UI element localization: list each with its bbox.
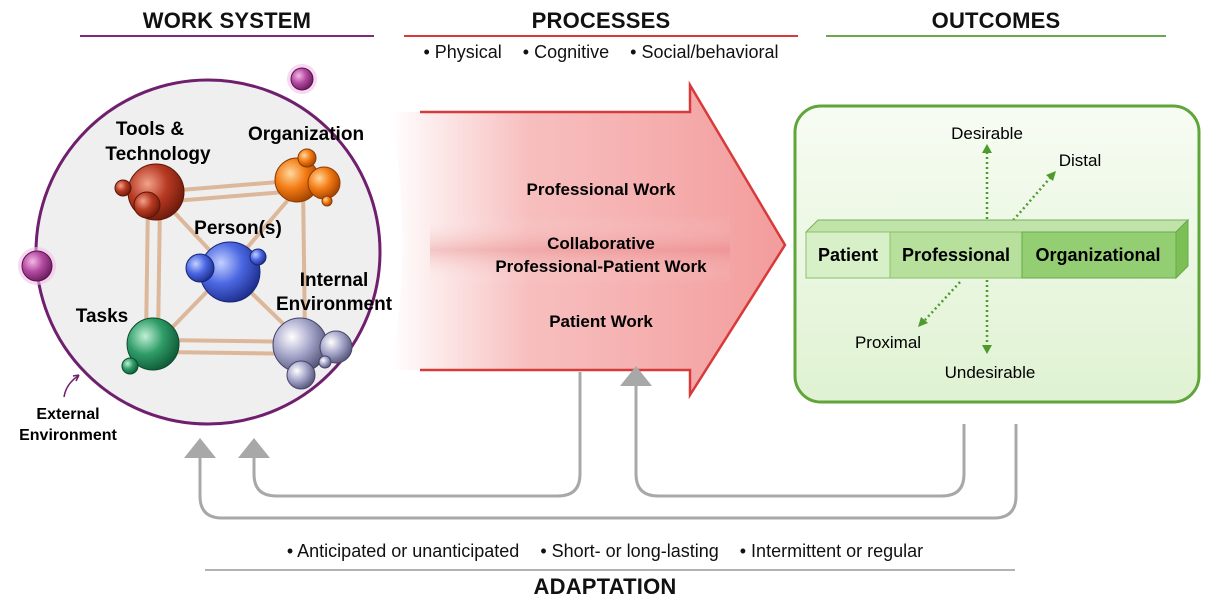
process-types: • Physical • Cognitive • Social/behavior… bbox=[404, 42, 798, 63]
axis-undesirable: Undesirable bbox=[945, 363, 1036, 382]
band-professional-work: Professional Work bbox=[527, 180, 676, 199]
process-type-physical: • Physical bbox=[423, 42, 502, 62]
axis-desirable: Desirable bbox=[951, 124, 1023, 143]
processes-header: PROCESSES bbox=[531, 8, 671, 33]
label-tools-line1: Tools & bbox=[116, 119, 185, 140]
outcomes-header: OUTCOMES bbox=[931, 8, 1061, 33]
process-type-social: • Social/behavioral bbox=[630, 42, 779, 62]
band-collaborative-line1: Collaborative bbox=[547, 234, 655, 253]
label-persons: Person(s) bbox=[194, 218, 282, 239]
persons-sphere bbox=[185, 241, 267, 303]
axis-distal: Distal bbox=[1059, 151, 1102, 170]
label-external-line2: Environment bbox=[19, 427, 117, 444]
outcome-axis-heads bbox=[918, 144, 1056, 354]
level-patient: Patient bbox=[818, 245, 878, 265]
label-internal-line1: Internal bbox=[300, 270, 369, 291]
adaptation-anticipated: • Anticipated or unanticipated bbox=[286, 541, 520, 561]
band-collaborative-line2: Professional-Patient Work bbox=[495, 257, 707, 276]
label-external-line1: External bbox=[36, 406, 99, 423]
feedback-arrows bbox=[198, 372, 1018, 520]
work-system-header: WORK SYSTEM bbox=[142, 8, 312, 33]
band-patient-work: Patient Work bbox=[549, 312, 653, 331]
axis-proximal: Proximal bbox=[855, 333, 921, 352]
adaptation-frequency: • Intermittent or regular bbox=[739, 541, 924, 561]
external-environment-sphere-top bbox=[287, 64, 317, 94]
adaptation-header: ADAPTATION bbox=[533, 574, 677, 599]
label-organization: Organization bbox=[248, 124, 364, 145]
process-type-cognitive: • Cognitive bbox=[522, 42, 610, 62]
work-system-rule bbox=[80, 35, 374, 37]
organization-sphere bbox=[274, 148, 341, 207]
external-environment-pointer bbox=[63, 375, 79, 398]
tools-technology-sphere bbox=[114, 163, 185, 221]
adaptation-types: • Anticipated or unanticipated • Short- … bbox=[150, 541, 1060, 562]
outcome-levels-bar bbox=[804, 218, 1190, 280]
processes-rule bbox=[404, 35, 798, 37]
outcome-axes bbox=[924, 152, 1051, 346]
level-organizational: Organizational bbox=[1035, 245, 1160, 265]
external-environment-sphere-left bbox=[18, 247, 56, 285]
adaptation-duration: • Short- or long-lasting bbox=[540, 541, 719, 561]
feedback-arrow-heads bbox=[184, 366, 652, 458]
tasks-sphere bbox=[121, 317, 180, 375]
outcomes-rule bbox=[826, 35, 1166, 37]
label-internal-line2: Environment bbox=[276, 294, 393, 315]
external-environment-pointer-head bbox=[72, 374, 80, 382]
label-tools-line2: Technology bbox=[105, 144, 211, 165]
internal-environment-sphere bbox=[272, 317, 353, 390]
process-arrow bbox=[390, 80, 787, 400]
level-professional: Professional bbox=[902, 245, 1010, 265]
label-tasks: Tasks bbox=[76, 306, 128, 327]
